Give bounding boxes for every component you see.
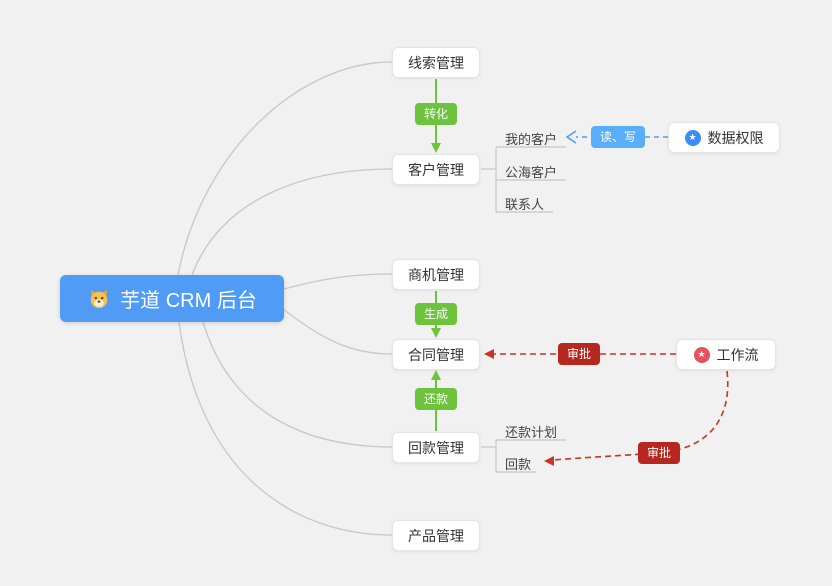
root-node-crm-backend[interactable]: 芋道 CRM 后台 [60, 275, 284, 322]
child-node-my-customers[interactable]: 我的客户 [505, 132, 558, 147]
edge-label-generate[interactable]: 生成 [414, 303, 458, 325]
edge-label-repay[interactable]: 还款 [414, 388, 458, 410]
node-receivable-management[interactable]: 回款管理 [392, 432, 480, 463]
star-circle-blue-icon: ★ [684, 129, 701, 146]
node-leads-management[interactable]: 线索管理 [392, 47, 480, 78]
approve-receivable-arrowhead [544, 456, 554, 466]
star-circle-red-icon: ★ [693, 346, 710, 363]
node-contract-management[interactable]: 合同管理 [392, 339, 480, 370]
node-opportunity-management[interactable]: 商机管理 [392, 259, 480, 290]
edge-label-approve-contract[interactable]: 审批 [557, 343, 601, 365]
approve-contract-arrowhead [484, 349, 494, 359]
dog-face-icon [87, 288, 111, 310]
child-node-receipt[interactable]: 回款 [505, 457, 532, 472]
node-workflow[interactable]: ★ 工作流 [676, 339, 776, 370]
node-workflow-label: 工作流 [716, 346, 759, 363]
child-node-contacts[interactable]: 联系人 [505, 197, 545, 212]
root-node-label: 芋道 CRM 后台 [120, 290, 257, 312]
node-product-management[interactable]: 产品管理 [392, 520, 480, 551]
node-data-permission[interactable]: ★ 数据权限 [668, 122, 780, 153]
blue-arrowhead [565, 130, 577, 144]
child-node-public-pool-customers[interactable]: 公海客户 [505, 165, 558, 180]
node-data-permission-label: 数据权限 [707, 129, 764, 146]
child-node-repayment-plan[interactable]: 还款计划 [505, 425, 558, 440]
edge-label-read-write[interactable]: 读、写 [590, 126, 646, 148]
node-customer-management[interactable]: 客户管理 [392, 154, 480, 185]
edge-label-convert[interactable]: 转化 [414, 103, 458, 125]
edge-label-approve-receivable[interactable]: 审批 [637, 442, 681, 464]
